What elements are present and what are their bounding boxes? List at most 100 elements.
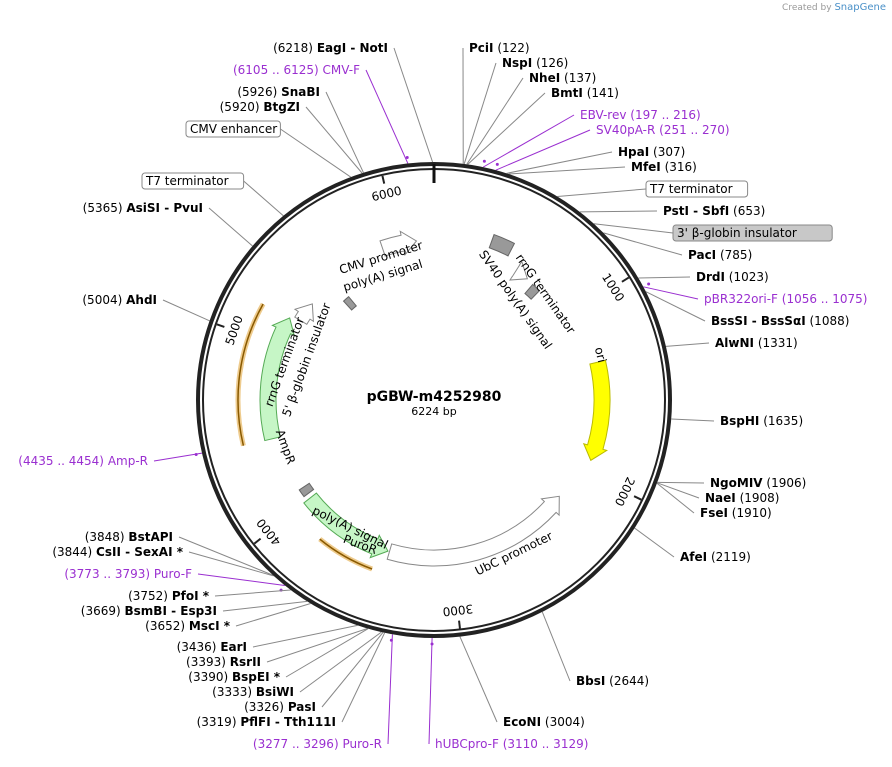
leader-line xyxy=(557,188,647,197)
leader-line xyxy=(280,128,352,178)
site-name: PacI xyxy=(688,248,716,262)
primer-label: (4435 .. 4454) Amp-R xyxy=(18,454,148,468)
enzyme-label: PstI - SbfI (653) xyxy=(663,204,765,218)
leader-line xyxy=(506,151,613,174)
feature-label-rrng-terminator: rrnG terminator xyxy=(513,251,578,336)
site-name: NspI xyxy=(502,56,532,70)
primer-label: EBV-rev (197 .. 216) xyxy=(580,108,701,122)
feature-5-globin-insulator xyxy=(342,295,357,311)
leader-line xyxy=(495,129,591,171)
plasmid-size: 6224 bp xyxy=(411,405,456,418)
snapgene-brand: SnapGene xyxy=(834,2,886,13)
tick-label: 4000 xyxy=(254,516,284,549)
site-position: (5926) xyxy=(237,85,277,99)
enzyme-label: (3752) PfoI * xyxy=(128,589,210,603)
leader-line xyxy=(657,481,705,484)
tick-mark xyxy=(253,537,262,545)
leader-line xyxy=(285,628,369,678)
leader-line xyxy=(656,482,700,499)
primer-site-mark xyxy=(405,155,409,159)
feature-box-label-t7-terminator: T7 terminator xyxy=(649,182,733,196)
site-name: AhdI xyxy=(126,293,157,307)
site-name: RsrII xyxy=(230,655,261,669)
feature-box xyxy=(141,172,245,190)
leader-line xyxy=(235,603,311,627)
site-name: hUBCpro-F xyxy=(435,737,499,751)
primer-site-mark xyxy=(495,162,499,166)
enzyme-label: MfeI (316) xyxy=(631,160,697,174)
site-name: SV40pA-R xyxy=(596,123,655,137)
leader-line xyxy=(252,624,358,648)
feature-cmv-promoter xyxy=(379,230,418,257)
primer-label: hUBCpro-F (3110 .. 3129) xyxy=(435,737,588,751)
site-position: (3390) xyxy=(188,670,228,684)
site-position: (122) xyxy=(497,41,529,55)
site-name: BstAPI xyxy=(128,530,173,544)
leader-lines xyxy=(153,47,715,745)
enzyme-label: (3436) EarI xyxy=(177,640,247,654)
feature-sv40-poly-a-signal xyxy=(488,233,516,257)
leader-line xyxy=(634,527,675,558)
enzyme-label: EcoNI (3004) xyxy=(503,715,585,729)
enzyme-label: PciI (122) xyxy=(469,41,530,55)
site-position: (4435 .. 4454) xyxy=(18,454,104,468)
site-name: PfoI * xyxy=(172,589,210,603)
enzyme-label: (5004) AhdI xyxy=(82,293,157,307)
enzyme-label: HpaI (307) xyxy=(618,145,685,159)
feature-poly-a-signal xyxy=(298,482,315,498)
leader-line xyxy=(153,452,203,462)
site-name: FseI xyxy=(700,506,728,520)
leader-line xyxy=(466,77,524,165)
plasmid-name: pGBW-m4252980 xyxy=(367,389,502,405)
leader-line xyxy=(428,637,433,745)
leader-line xyxy=(325,91,364,173)
site-position: (5920) xyxy=(220,100,260,114)
site-name: MscI * xyxy=(189,619,231,633)
enzyme-label: (3848) BstAPI xyxy=(85,530,173,544)
site-position: (307) xyxy=(653,145,685,159)
feature-box-label-t7-terminator: T7 terminator xyxy=(145,174,229,188)
site-name: BsiWI xyxy=(256,685,294,699)
enzyme-label: BmtI (141) xyxy=(551,86,619,100)
credit-text: Created by xyxy=(782,3,832,13)
enzyme-label: (5365) AsiSI - PvuI xyxy=(83,201,203,215)
leader-line xyxy=(162,299,210,322)
site-name: PflFI - Tth111I xyxy=(240,715,336,729)
enzyme-label: (3390) BspEI * xyxy=(188,670,280,684)
feature-box xyxy=(185,120,281,138)
site-position: (1635) xyxy=(763,414,803,428)
primer-arc-core-puro-f xyxy=(319,538,373,570)
site-position: (1088) xyxy=(810,314,850,328)
leader-line xyxy=(656,482,695,514)
leader-line xyxy=(222,600,308,612)
primer-site-mark xyxy=(389,638,393,642)
site-position: (3277 .. 3296) xyxy=(253,737,339,751)
site-name: Puro-F xyxy=(154,567,192,581)
site-position: (251 .. 270) xyxy=(659,123,729,137)
feature-label-ori: ori xyxy=(592,346,609,365)
site-name: SnaBI xyxy=(281,85,320,99)
site-name: PciI xyxy=(469,41,494,55)
snapgene-credit: Created by SnapGene xyxy=(782,2,886,13)
leader-line xyxy=(214,589,291,597)
leader-line xyxy=(197,573,285,586)
primer-arc-core-amp-r xyxy=(237,303,264,446)
enzyme-label: AfeI (2119) xyxy=(680,550,751,564)
site-name: HpaI xyxy=(618,145,649,159)
site-name: EBV-rev xyxy=(580,108,626,122)
feature-ampr xyxy=(259,317,295,442)
feature-3-globin-insulator xyxy=(524,283,541,300)
primer-label: pBR322ori-F (1056 .. 1075) xyxy=(704,292,867,306)
feature-label-ampr: AmpR xyxy=(273,428,298,466)
primer-label: SV40pA-R (251 .. 270) xyxy=(596,123,730,137)
enzyme-label: NgoMIV (1906) xyxy=(710,476,806,490)
site-name: CMV-F xyxy=(323,63,361,77)
primer-label: (3277 .. 3296) Puro-R xyxy=(253,737,382,751)
site-position: (653) xyxy=(733,204,765,218)
leader-line xyxy=(341,632,386,723)
tick-label: 3000 xyxy=(442,601,474,618)
enzyme-label: (3844) CsII - SexAI * xyxy=(52,545,183,559)
leader-line xyxy=(266,628,368,663)
